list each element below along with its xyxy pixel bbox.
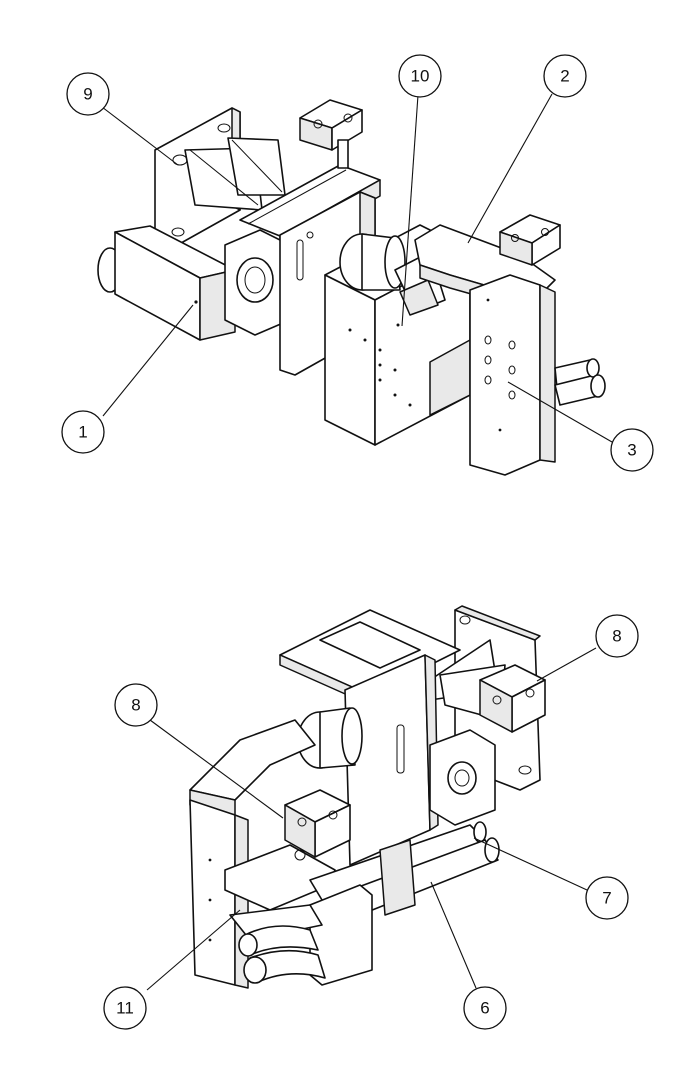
callout-11: 11	[103, 986, 147, 1030]
upper-assembly	[97, 99, 606, 476]
vertical-plate-lower	[344, 654, 439, 866]
bearing-block-upper	[224, 229, 291, 336]
callout-label-7: 7	[602, 889, 611, 908]
callout-7: 7	[585, 876, 629, 920]
rotary-cylinder-10	[339, 233, 446, 316]
gripper-head-right	[499, 214, 561, 266]
callout-label-1: 1	[78, 423, 87, 442]
callout-label-2: 2	[560, 67, 569, 86]
tubes-upper	[554, 358, 606, 406]
callout-10: 10	[398, 54, 442, 98]
housing-holes	[348, 323, 412, 407]
callout-label-6: 6	[480, 999, 489, 1018]
leader-lines	[101, 93, 613, 991]
gripper-head-center	[284, 789, 351, 858]
rotary-cylinder-lower	[297, 707, 363, 769]
callout-2: 2	[543, 54, 587, 98]
callout-9: 9	[66, 72, 110, 116]
callout-label-10: 10	[411, 67, 430, 86]
vertical-slide-3	[469, 274, 556, 476]
bearing-block-lower	[429, 729, 496, 826]
callout-1: 1	[61, 410, 105, 454]
cylinder-box-1	[97, 225, 236, 341]
callout-8-right: 8	[595, 614, 639, 658]
bent-tubes-lower	[238, 925, 326, 984]
gripper-head-8-right	[479, 664, 546, 733]
callout-6: 6	[463, 986, 507, 1030]
callout-label-8-left: 8	[131, 696, 140, 715]
ribs-upper	[184, 137, 286, 211]
callout-label-3: 3	[627, 441, 636, 460]
gripper-head-top	[299, 99, 363, 169]
callout-8-left: 8	[114, 683, 158, 727]
slide-holes	[484, 298, 516, 432]
callout-label-8-right: 8	[612, 627, 621, 646]
callout-3: 3	[610, 428, 654, 472]
callout-label-9: 9	[83, 85, 92, 104]
lower-assembly	[189, 605, 546, 989]
callout-label-11: 11	[116, 999, 134, 1018]
